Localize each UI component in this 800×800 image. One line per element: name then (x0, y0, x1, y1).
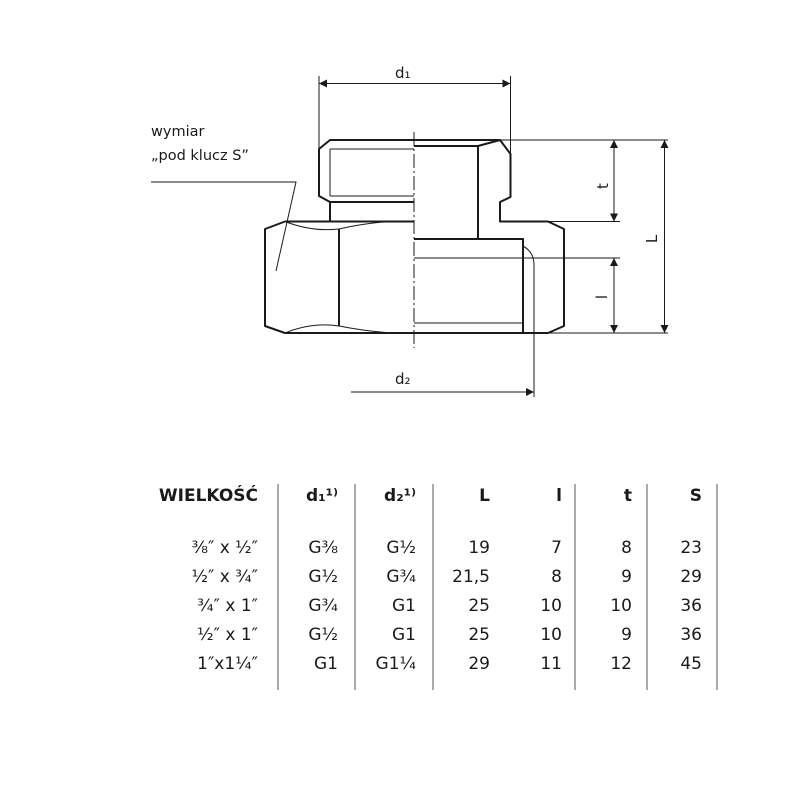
cell-S: 45 (680, 654, 702, 674)
fitting-section-view (264, 132, 565, 348)
cell-l: 7 (551, 538, 562, 558)
cell-L: 21,5 (452, 567, 490, 587)
dimensions: d₁ d₂ t L l (318, 64, 669, 397)
cell-d1: G½ (308, 567, 338, 587)
cell-t: 12 (610, 654, 632, 674)
note-line-1: wymiar (151, 124, 204, 140)
cell-d2: G½ (386, 538, 416, 558)
dimension-label-d1: d₁ (395, 64, 411, 82)
cell-S: 36 (680, 625, 702, 645)
cell-d1: G½ (308, 625, 338, 645)
cell-d1: G¾ (308, 596, 338, 616)
dimension-label-l: l (593, 295, 611, 299)
cell-size: 1″x1¼″ (197, 654, 258, 674)
note-line-2: „pod klucz S” (151, 148, 249, 164)
cell-S: 36 (680, 596, 702, 616)
cell-d1: G1 (314, 654, 338, 674)
cell-size: ½″ x ¾″ (191, 567, 258, 587)
cell-t: 9 (621, 567, 632, 587)
cell-size: ½″ x 1″ (197, 625, 258, 645)
cell-L: 25 (468, 596, 490, 616)
cell-l: 10 (540, 596, 562, 616)
hatched-section (477, 139, 565, 334)
cell-t: 9 (621, 625, 632, 645)
header-L: L (479, 486, 490, 506)
dimension-label-d2: d₂ (395, 370, 411, 388)
table-row: ⅜″ x ½″ G⅜ G½ 19 7 8 23 (191, 538, 702, 558)
header-d1: d₁¹⁾ (306, 486, 338, 506)
cell-l: 11 (540, 654, 562, 674)
male-thread-outline (318, 139, 414, 222)
header-d2: d₂¹⁾ (384, 486, 416, 506)
header-S: S (690, 486, 702, 506)
cell-d2: G1 (392, 625, 416, 645)
header-size: WIELKOŚĆ (159, 484, 258, 506)
dimension-label-L: L (643, 234, 661, 243)
cell-d1: G⅜ (308, 538, 338, 558)
leader-line (151, 181, 297, 272)
table-row: ½″ x ¾″ G½ G¾ 21,5 8 9 29 (191, 567, 702, 587)
cell-t: 8 (621, 538, 632, 558)
cell-S: 23 (680, 538, 702, 558)
cell-size: ¾″ x 1″ (197, 596, 258, 616)
header-t: t (624, 486, 632, 506)
cell-L: 25 (468, 625, 490, 645)
cell-d2: G¾ (386, 567, 416, 587)
cell-L: 29 (468, 654, 490, 674)
table-row: 1″x1¼″ G1 G1¼ 29 11 12 45 (197, 654, 702, 674)
cell-l: 8 (551, 567, 562, 587)
table-row: ¾″ x 1″ G¾ G1 25 10 10 36 (197, 596, 702, 616)
cell-d2: G1¼ (376, 654, 416, 674)
cell-l: 10 (540, 625, 562, 645)
cell-L: 19 (468, 538, 490, 558)
cell-size: ⅜″ x ½″ (191, 538, 258, 558)
dimension-label-t: t (594, 183, 612, 189)
cell-d2: G1 (392, 596, 416, 616)
table-row: ½″ x 1″ G½ G1 25 10 9 36 (197, 625, 702, 645)
wrench-size-note: wymiar „pod klucz S” (151, 124, 297, 272)
cell-t: 10 (610, 596, 632, 616)
header-l: l (556, 486, 562, 506)
cell-S: 29 (680, 567, 702, 587)
